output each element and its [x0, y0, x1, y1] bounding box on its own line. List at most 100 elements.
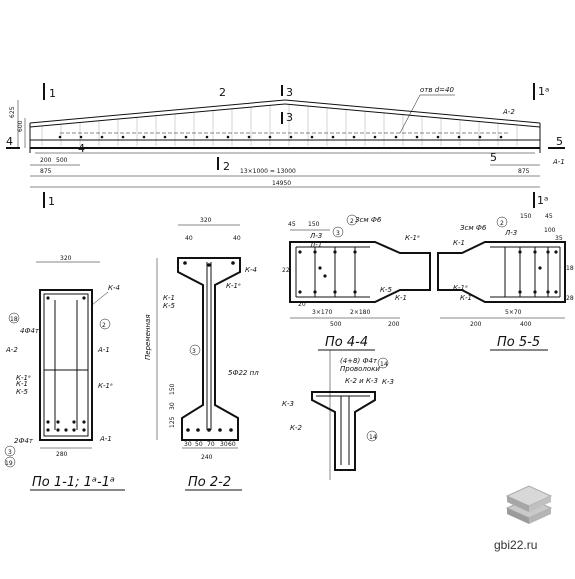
svg-text:А-1: А-1: [97, 346, 110, 354]
svg-text:К-1: К-1: [453, 239, 465, 247]
rebar-dot: [323, 274, 327, 278]
rebar-dot: [333, 290, 337, 294]
elevation-bar-dot: [436, 135, 440, 139]
svg-text:А-2: А-2: [5, 346, 18, 354]
svg-text:280: 280: [56, 451, 68, 458]
rebar-dot: [56, 428, 60, 432]
elevation-bar-dot: [331, 135, 335, 139]
elevation-bar-dot: [79, 135, 83, 139]
svg-text:2Ф4т: 2Ф4т: [14, 437, 34, 445]
rebar-dot: [218, 428, 222, 432]
svg-text:18: 18: [10, 316, 18, 323]
svg-text:240: 240: [201, 454, 213, 461]
svg-text:30: 30: [184, 441, 192, 448]
svg-text:500: 500: [330, 321, 342, 328]
rebar-dot: [207, 263, 211, 267]
svg-text:30: 30: [169, 402, 176, 410]
svg-text:400: 400: [520, 321, 532, 328]
svg-text:5Ф22 пл: 5Ф22 пл: [228, 369, 259, 377]
total-length: 14950: [272, 180, 291, 187]
svg-text:60: 60: [228, 441, 236, 448]
elevation-bar-dot: [310, 135, 314, 139]
svg-text:3: 3: [336, 230, 340, 237]
section-5-5-title: По 5-5: [497, 335, 540, 350]
sec-mark-1a: 1ᵃ: [538, 85, 549, 98]
rebar-dot: [313, 290, 317, 294]
svg-text:70: 70: [207, 441, 215, 448]
elevation-bar-dot: [121, 135, 125, 139]
rebar-dot: [46, 296, 50, 300]
rebar-dot: [72, 420, 76, 424]
svg-text:К-2: К-2: [290, 424, 302, 432]
rebar-dot: [183, 261, 187, 265]
rebar-dot: [554, 250, 558, 254]
svg-text:К-1ᵃ: К-1ᵃ: [405, 234, 420, 242]
section-5-5: 150 45 100 35 2 Зсм Ф6 К-1 Л-3 К-1ᵃ К-1 …: [437, 213, 574, 351]
section-5-5-outline: [437, 241, 566, 303]
svg-text:А-1: А-1: [99, 435, 112, 443]
rebar-dot: [82, 428, 86, 432]
rebar-dot: [554, 290, 558, 294]
rebar-dot: [353, 290, 357, 294]
svg-text:22: 22: [282, 267, 290, 274]
svg-text:Зсм Ф6: Зсм Ф6: [460, 224, 487, 232]
svg-text:К-2 и К-3: К-2 и К-3: [345, 377, 378, 385]
svg-text:Переменная: Переменная: [144, 314, 152, 360]
elevation-bar-dot: [226, 135, 230, 139]
rebar-dot: [72, 428, 76, 432]
section-2-2-title: По 2-2: [188, 475, 231, 490]
rebar-dot: [56, 420, 60, 424]
svg-text:К-1: К-1: [460, 294, 472, 302]
svg-text:К-3: К-3: [382, 378, 394, 386]
rebar-dot: [64, 428, 68, 432]
svg-text:5×70: 5×70: [505, 309, 522, 316]
svg-text:3: 3: [8, 449, 12, 456]
svg-text:100: 100: [544, 227, 556, 234]
svg-text:40: 40: [185, 235, 193, 242]
svg-text:45: 45: [288, 221, 296, 228]
svg-text:Проволоки: Проволоки: [340, 365, 380, 373]
sec-mark-4: 4: [6, 135, 13, 148]
svg-text:К-4: К-4: [245, 266, 257, 274]
svg-text:2: 2: [223, 160, 230, 173]
height-left: 625: [9, 106, 16, 118]
sec-mark-1: 1: [49, 87, 56, 100]
t-section-outline: [177, 257, 241, 441]
svg-text:20: 20: [298, 301, 306, 308]
rebar-dot: [196, 428, 200, 432]
svg-text:К-3: К-3: [282, 400, 294, 408]
rebar-dot: [546, 250, 550, 254]
rebar-dot: [333, 250, 337, 254]
rebar-dot: [538, 266, 542, 270]
beam-elevation: 1 1 1ᵃ 1ᵃ 2 2 3 3 4 4 5 5 отв d=40 А-2 А…: [6, 83, 565, 208]
svg-text:К-5: К-5: [163, 302, 175, 310]
elevation-bar-dot: [100, 135, 104, 139]
rebar-dot: [533, 250, 537, 254]
section-1-1: 320 280 К-4 2 18 4Ф4т А-2 А-1 К-1ᵃ К-1 К…: [4, 255, 125, 491]
svg-text:875: 875: [518, 168, 530, 175]
rebar-dot: [298, 290, 302, 294]
section-1-1-outline: [39, 289, 93, 441]
elevation-bar-dot: [352, 135, 356, 139]
svg-text:4: 4: [78, 142, 85, 155]
svg-text:150: 150: [169, 383, 176, 395]
beam-top-right: [284, 99, 541, 124]
section-4-4: 45 150 Зсм Ф6 3 2 Л-3 Л-1 К-1ᵃ К-1 К-5 2…: [282, 214, 431, 351]
svg-text:50: 50: [195, 441, 203, 448]
elevation-bar-dot: [142, 135, 146, 139]
sec-mark-3: 3: [286, 86, 293, 99]
mark-a2: А-2: [502, 108, 515, 116]
svg-text:К-1: К-1: [16, 380, 28, 388]
svg-text:150: 150: [308, 221, 320, 228]
svg-text:К-1: К-1: [395, 294, 407, 302]
svg-text:4Ф4т: 4Ф4т: [20, 327, 40, 335]
svg-text:40: 40: [233, 235, 241, 242]
elevation-bar-dot: [58, 135, 62, 139]
svg-text:2×180: 2×180: [350, 309, 370, 316]
brand-text[interactable]: gbi22.ru: [494, 538, 538, 552]
rebar-dot: [313, 250, 317, 254]
svg-text:3: 3: [286, 111, 293, 124]
elevation-bar-dot: [457, 135, 461, 139]
elevation-bar-dot: [499, 135, 503, 139]
